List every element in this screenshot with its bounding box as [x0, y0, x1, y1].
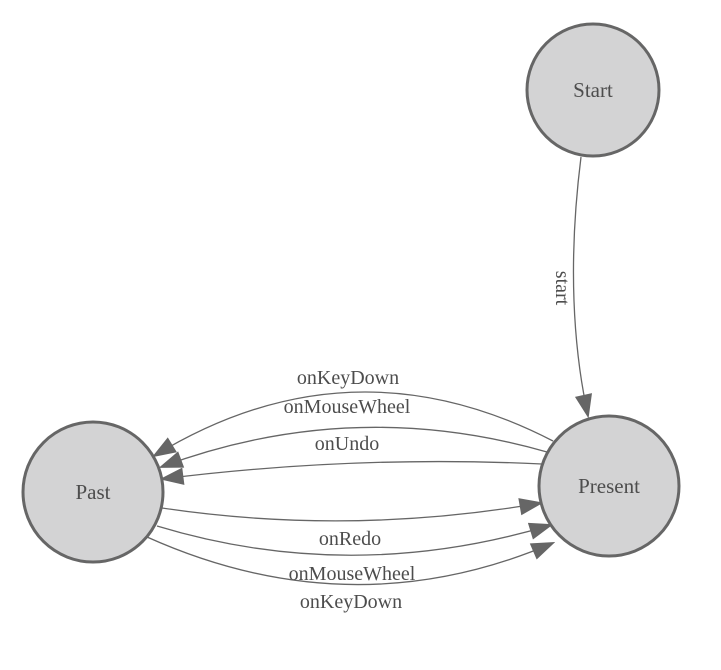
edge-path-onkeydown-bottom[interactable] — [146, 536, 553, 586]
state-node-past[interactable]: Past — [21, 420, 165, 564]
transition-present-to-past-onundo[interactable]: onUndo — [162, 433, 543, 479]
state-circle-past[interactable] — [21, 420, 165, 564]
transition-past-to-present-onmousewheel[interactable]: onMouseWheel — [156, 525, 551, 585]
state-node-present[interactable]: Present — [537, 414, 681, 558]
state-circle-present[interactable] — [537, 414, 681, 558]
state-circle-start[interactable] — [525, 22, 661, 158]
transition-past-to-present-onredo[interactable]: onRedo — [161, 503, 541, 550]
edge-path-onmousewheel-bottom[interactable] — [156, 525, 551, 556]
edge-label-onkeydown-bottom: onKeyDown — [300, 591, 402, 613]
state-label-past: Past — [75, 480, 110, 504]
transition-start-to-present[interactable]: start — [551, 156, 588, 416]
state-node-start[interactable]: Start — [525, 22, 661, 158]
edge-path-onundo[interactable] — [162, 460, 543, 479]
edge-label-onundo: onUndo — [315, 433, 379, 455]
edge-path-onkeydown-top[interactable] — [154, 391, 554, 456]
edge-label-onredo: onRedo — [319, 528, 381, 550]
edge-path-onredo[interactable] — [161, 503, 541, 522]
state-label-present: Present — [578, 474, 640, 498]
transition-present-to-past-onkeydown[interactable]: onKeyDown — [154, 367, 554, 456]
edge-path-onmousewheel-top[interactable] — [161, 426, 548, 467]
edge-path-start[interactable] — [572, 156, 588, 416]
state-label-start: Start — [573, 78, 613, 102]
edge-label-onkeydown-top: onKeyDown — [297, 367, 399, 389]
transition-past-to-present-onkeydown[interactable]: onKeyDown — [146, 536, 553, 613]
edge-label-start: start — [551, 271, 573, 306]
edge-label-onmousewheel-bottom: onMouseWheel — [289, 563, 416, 585]
edge-label-onmousewheel-top: onMouseWheel — [284, 396, 411, 418]
transition-present-to-past-onmousewheel[interactable]: onMouseWheel — [161, 396, 548, 467]
